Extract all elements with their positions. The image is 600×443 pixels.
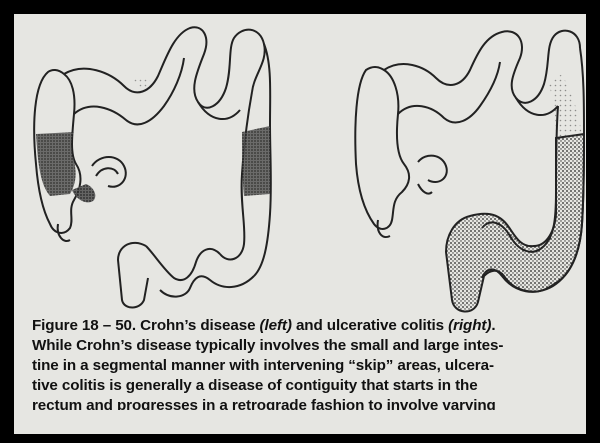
uc-upper-descending-faint (548, 74, 582, 140)
crohns-descending-segment (242, 126, 270, 196)
colon-illustration (14, 14, 586, 314)
figure-label: Figure 18 – 50. (32, 317, 136, 334)
caption-line-3: tine in a segmental manner with interven… (32, 356, 582, 376)
slide-page: Figure 18 – 50. Crohn’s disease (left) a… (14, 14, 586, 434)
caption-right-label: (right) (448, 317, 491, 334)
caption-text: and ulcerative colitis (292, 317, 448, 334)
figure-caption: Figure 18 – 50. Crohn’s disease (left) a… (32, 316, 582, 410)
caption-line-5: rectum and progresses in a retrograde fa… (32, 396, 582, 410)
caption-line-1: Figure 18 – 50. Crohn’s disease (left) a… (32, 316, 582, 336)
caption-line-2: While Crohn’s disease typically involves… (32, 336, 582, 356)
caption-text: Crohn’s disease (136, 317, 260, 334)
caption-text: . (491, 317, 495, 334)
caption-line-4: tive colitis is generally a disease of c… (32, 376, 582, 396)
caption-left-label: (left) (260, 317, 292, 334)
uc-distal-involvement (446, 134, 584, 312)
